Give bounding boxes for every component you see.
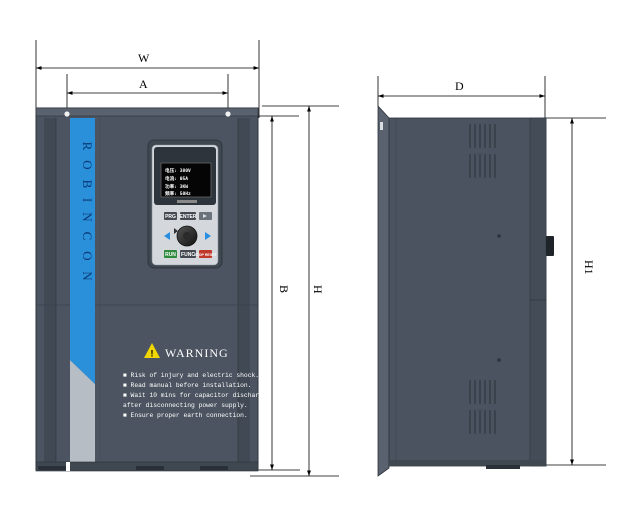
warning-line: ■ Wait 10 mins for capacitor discharge [123, 392, 267, 399]
left-arrow-icon[interactable] [164, 232, 170, 240]
brand-letter: O [80, 251, 95, 260]
brand-letter: I [80, 198, 95, 202]
prg-key-label: PRG [165, 214, 176, 220]
screw [497, 358, 501, 362]
dim-label-h1: H1 [582, 260, 596, 275]
brand-logo: R O B I N C O N [80, 142, 95, 282]
warning-triangle-icon [144, 343, 160, 358]
run-key[interactable] [164, 250, 177, 258]
func-key[interactable] [180, 250, 196, 258]
lower-grey-strip [70, 360, 95, 466]
vent-slots-top [469, 124, 496, 178]
keypad: 电压: 380V 电流: 05A 功率: 3KW 频率: 50Hz PRG EN… [147, 139, 223, 269]
warning-line: ■ Risk of injury and electric shock. [123, 372, 259, 379]
lcd-line: 电压: 380V [165, 167, 191, 174]
brand-letter: B [80, 180, 95, 189]
up-arrow-icon[interactable] [174, 228, 178, 234]
lcd-line: 电流: 05A [165, 175, 188, 182]
shift-right-icon [203, 214, 207, 218]
lcd-line: 频率: 50Hz [165, 190, 191, 197]
dim-label-b: B [277, 285, 291, 293]
dim-label-d: D [455, 79, 464, 93]
prg-key[interactable] [164, 212, 177, 220]
brand-letter: R [80, 142, 95, 151]
dimension-lines-front [35, 40, 339, 477]
stop-reset-key[interactable] [199, 250, 212, 258]
svg-text:!: ! [151, 349, 154, 359]
func-key-label: FUNC [181, 252, 195, 258]
brand-letter: N [80, 212, 95, 222]
enter-key-label: ENTER [180, 214, 197, 220]
run-key-label: RUN [165, 252, 176, 258]
mounting-hole-left [64, 111, 70, 117]
warning-title: WARNING [165, 346, 229, 360]
inverter-side-view [377, 104, 554, 477]
warning-line: after disconnecting power supply. [123, 402, 248, 409]
side-connector [546, 236, 554, 256]
vent-slots-bottom [469, 380, 496, 434]
dimension-lines-side [377, 76, 606, 466]
brand-letter: O [80, 160, 95, 169]
brand-letter: N [80, 271, 95, 281]
brand-stripe [70, 118, 95, 354]
lcd-line: 功率: 3KW [165, 183, 188, 190]
screw [497, 234, 501, 238]
brand-letter: C [80, 232, 95, 241]
inverter-front-view: R O B I N C O N 电压: 380V 电流: 05A 功率: 3KW… [35, 107, 267, 472]
dim-label-h: H [311, 285, 325, 294]
warning-line: ■ Read manual before installation. [123, 382, 251, 389]
side-housing [388, 117, 547, 467]
side-front-flange [377, 104, 390, 477]
right-arrow-icon[interactable] [205, 232, 211, 240]
mounting-hole-right [225, 111, 231, 117]
dim-label-w: W [138, 51, 150, 65]
warning-line: ■ Ensure proper earth connection. [123, 412, 248, 419]
lcd-display [160, 162, 212, 198]
warning-label: ! WARNING ■ Risk of injury and electric … [123, 343, 267, 419]
stop-reset-key-label: STOP RESET [194, 253, 217, 257]
dim-label-a: A [139, 77, 148, 91]
enter-key[interactable] [180, 212, 196, 220]
